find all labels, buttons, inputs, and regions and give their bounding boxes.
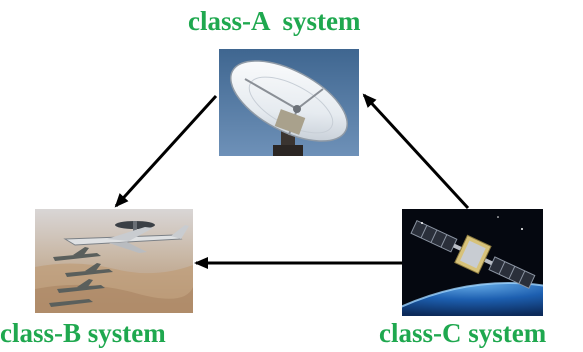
orbiting-satellite-icon bbox=[402, 209, 543, 316]
aircraft-formation-icon bbox=[35, 209, 193, 313]
class-a-label: class-A system bbox=[188, 6, 361, 36]
satellite-dish-icon bbox=[219, 49, 359, 156]
arrow-c-to-a bbox=[362, 93, 470, 210]
class-c-label: class-C system bbox=[379, 318, 547, 348]
arrow-a-to-b bbox=[114, 94, 218, 208]
class-b-label: class-B system bbox=[0, 318, 166, 348]
